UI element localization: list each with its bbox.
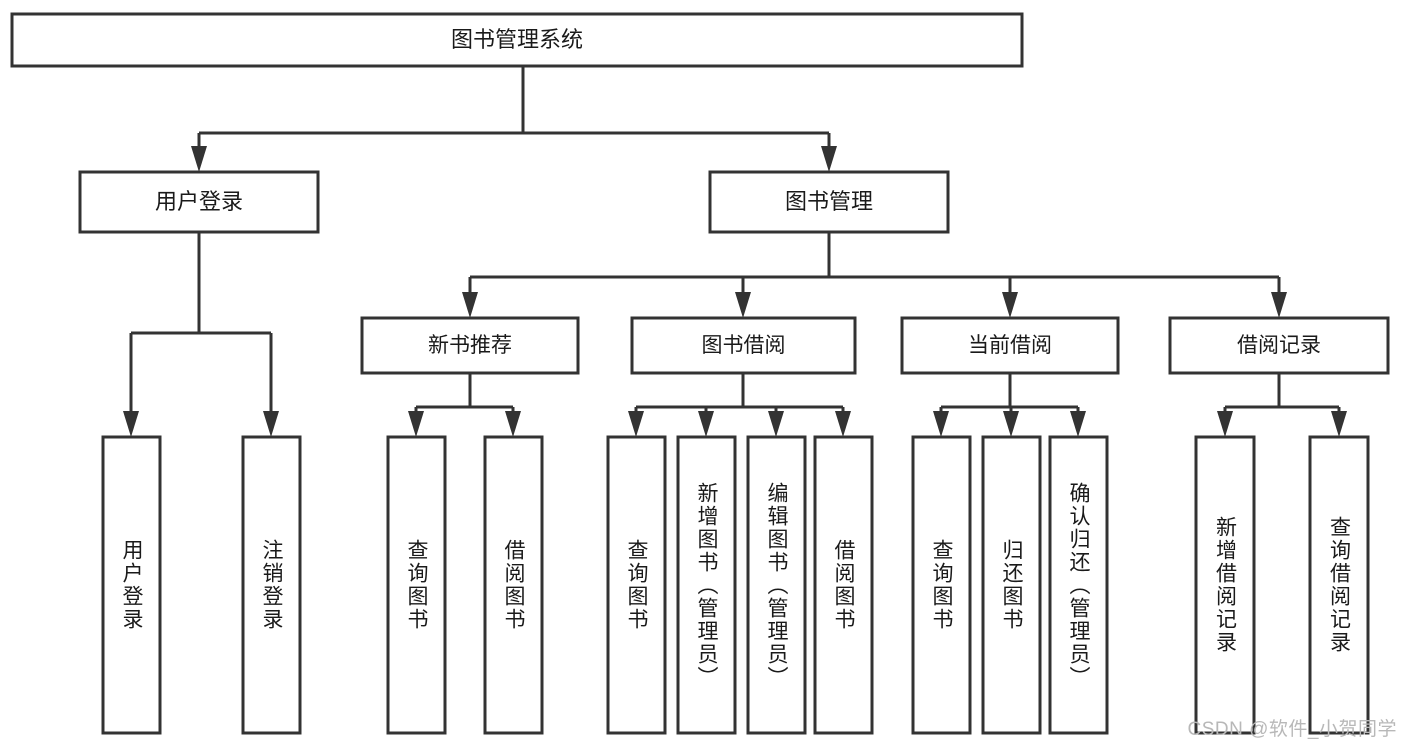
node-label-new-book-recommend: 新书推荐 [428, 334, 512, 357]
node-label-current-borrow: 当前借阅 [968, 334, 1052, 357]
node-box-layer [10, 12, 1390, 735]
node-box-current-borrow[interactable] [900, 316, 1120, 375]
node-box-book-borrow[interactable] [630, 316, 857, 375]
node-box-leaf-edit-book[interactable] [746, 435, 807, 735]
arrow-head-icon [821, 146, 837, 172]
node-label-root: 图书管理系统 [451, 27, 583, 52]
node-box-leaf-add-borrow-record[interactable] [1194, 435, 1256, 735]
arrow-head-icon [263, 411, 279, 437]
node-box-leaf-borrow-book-recommend[interactable] [483, 435, 544, 735]
node-box-leaf-user-login[interactable] [101, 435, 162, 735]
node-box-root[interactable] [10, 12, 1024, 68]
arrow-head-icon [123, 411, 139, 437]
arrow-head-icon [1331, 411, 1347, 437]
node-label-user-login: 用户登录 [155, 189, 243, 214]
arrow-head-icon [835, 411, 851, 437]
node-box-borrow-record[interactable] [1168, 316, 1390, 375]
arrow-head-icon [735, 292, 751, 318]
arrow-head-icon [1271, 292, 1287, 318]
node-label-borrow-record: 借阅记录 [1237, 334, 1321, 357]
arrow-head-icon [505, 411, 521, 437]
node-box-book-management[interactable] [708, 170, 950, 234]
node-box-leaf-borrow-book[interactable] [813, 435, 874, 735]
connector-new-book-recommend-to-leaves [408, 373, 521, 437]
node-box-leaf-confirm-return[interactable] [1048, 435, 1109, 735]
node-box-leaf-query-borrow-record[interactable] [1308, 435, 1370, 735]
node-label-book-management: 图书管理 [785, 189, 873, 214]
arrow-head-icon [1003, 411, 1019, 437]
arrow-head-icon [628, 411, 644, 437]
connector-layer [123, 66, 1347, 437]
node-box-leaf-query-book-borrow[interactable] [606, 435, 667, 735]
arrow-head-icon [1002, 292, 1018, 318]
csdn-watermark: CSDN @软件_小贺同学 [1187, 719, 1397, 740]
connector-user-login-to-leaves [123, 232, 279, 437]
connector-borrow-record-to-leaves [1217, 373, 1347, 437]
node-box-new-book-recommend[interactable] [360, 316, 580, 375]
arrow-head-icon [1217, 411, 1233, 437]
node-box-leaf-query-book-current[interactable] [911, 435, 972, 735]
connector-book-borrow-to-leaves [628, 373, 851, 437]
arrow-head-icon [698, 411, 714, 437]
arrow-head-icon [191, 146, 207, 172]
arrow-head-icon [462, 292, 478, 318]
node-box-leaf-logout[interactable] [241, 435, 302, 735]
connector-root-to-level2 [191, 66, 837, 172]
node-box-user-login[interactable] [78, 170, 320, 234]
node-label-book-borrow: 图书借阅 [702, 334, 786, 357]
node-box-leaf-add-book[interactable] [676, 435, 737, 735]
connector-book-management-to-level3 [462, 232, 1287, 318]
node-box-leaf-query-book-recommend[interactable] [386, 435, 447, 735]
arrow-head-icon [1070, 411, 1086, 437]
arrow-head-icon [933, 411, 949, 437]
connector-current-borrow-to-leaves [933, 373, 1086, 437]
node-box-leaf-return-book[interactable] [981, 435, 1042, 735]
arrow-head-icon [768, 411, 784, 437]
arrow-head-icon [408, 411, 424, 437]
